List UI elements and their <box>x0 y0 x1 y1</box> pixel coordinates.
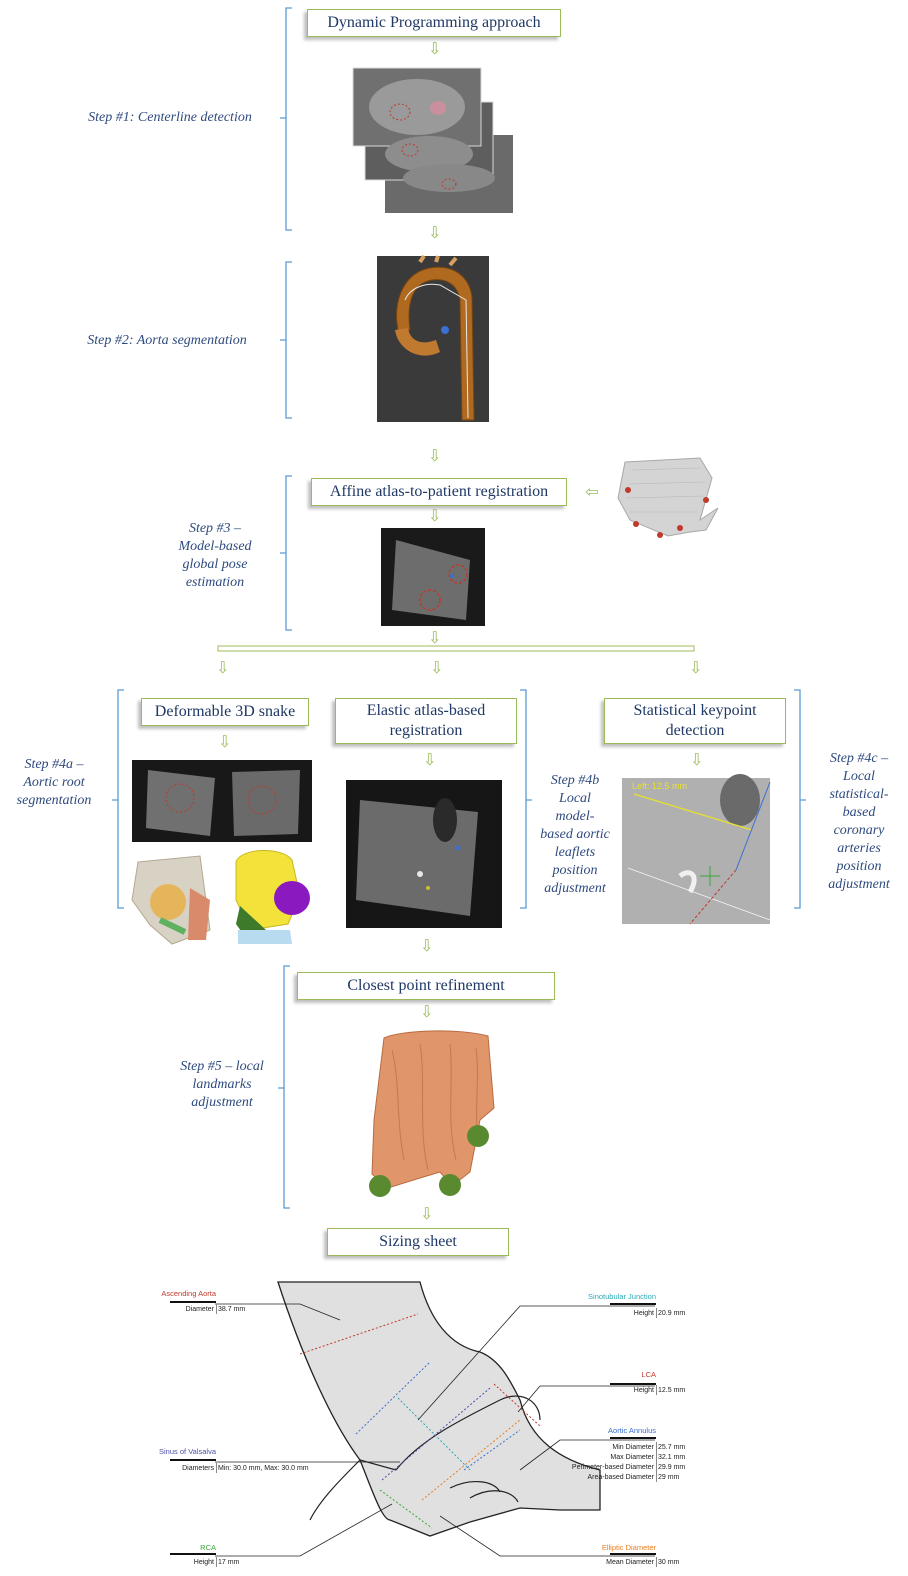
value-divider <box>656 1557 657 1567</box>
stj-title: Sinotubular Junction <box>588 1292 656 1301</box>
rca-label: Height <box>193 1559 214 1566</box>
elastic-registration-box: Elastic atlas-based registration <box>335 698 517 744</box>
closest-point-box: Closest point refinement <box>297 972 555 1000</box>
arrow-down-icon: ⇩ <box>216 658 230 677</box>
sinus-title: Sinus of Valsalva <box>159 1447 216 1456</box>
arrow-down-icon: ⇩ <box>420 1002 434 1021</box>
ct-slice-stack <box>352 67 513 213</box>
arrow-down-icon: ⇩ <box>420 936 434 955</box>
elliptic-label: Mean Diameter <box>606 1559 654 1566</box>
arrow-down-icon: ⇩ <box>690 750 704 769</box>
arrow-down-icon: ⇩ <box>428 446 442 465</box>
ascending-aorta-title: Ascending Aorta <box>161 1289 216 1298</box>
bracket-step5 <box>278 965 290 1209</box>
affine-registration-box: Affine atlas-to-patient registration <box>311 478 567 506</box>
bracket-step4c <box>794 689 806 909</box>
step4b-label: Step #4b Local model- based aortic leafl… <box>540 773 610 896</box>
aorta-render <box>377 254 489 422</box>
value-divider <box>216 1304 217 1314</box>
annulus-min-label: Min Diameter <box>612 1444 654 1451</box>
bracket-step4b <box>520 689 532 909</box>
sizing-sheet-box: Sizing sheet <box>327 1228 509 1256</box>
rca-title: RCA <box>200 1543 216 1552</box>
keypoint-ct-image <box>622 774 771 925</box>
rca-value: 17 mm <box>218 1559 240 1566</box>
value-divider <box>656 1308 657 1318</box>
atlas-mesh <box>617 457 719 538</box>
step-brackets <box>112 7 806 1209</box>
value-divider <box>216 1463 217 1473</box>
annulus-title: Aortic Annulus <box>608 1426 656 1435</box>
step4a-label: Step #4a – Aortic root segmentation <box>16 757 92 808</box>
sizing-schematic <box>170 1281 656 1557</box>
sinus-label: Diameters <box>182 1465 214 1472</box>
bracket-step4a <box>112 689 124 909</box>
dp-approach-box: Dynamic Programming approach <box>307 9 561 37</box>
annulus-perimeter-label: Perimeter-based Diameter <box>571 1464 654 1471</box>
step4c-label: Step #4c – Local statistical- based coro… <box>828 751 890 892</box>
bracket-step3 <box>280 475 292 631</box>
value-divider <box>656 1442 657 1482</box>
arrow-down-icon: ⇩ <box>428 506 442 525</box>
annulus-max-value: 32.1 mm <box>658 1454 686 1461</box>
snake-ct-pair <box>132 760 312 842</box>
bracket-step1 <box>280 7 292 231</box>
arrow-left-icon: ⇦ <box>585 482 599 501</box>
bracket-step2 <box>280 261 292 419</box>
sinus-value: Min: 30.0 mm, Max: 30.0 mm <box>218 1465 309 1472</box>
distribution-bar <box>217 645 695 652</box>
annulus-min-value: 25.7 mm <box>658 1444 686 1451</box>
lca-label: Height <box>633 1387 654 1394</box>
annulus-perimeter-value: 29.9 mm <box>658 1464 686 1471</box>
arrow-down-icon: ⇩ <box>218 732 232 751</box>
step3-label: Step #3 – Model-based global pose estima… <box>178 521 252 590</box>
arrow-down-icon: ⇩ <box>428 223 442 242</box>
stj-label: Height <box>633 1310 654 1317</box>
step5-label: Step #5 – local landmarks adjustment <box>180 1059 264 1110</box>
annulus-max-label: Max Diameter <box>610 1454 654 1461</box>
arrow-down-icon: ⇩ <box>423 750 437 769</box>
value-divider <box>656 1385 657 1395</box>
ascending-aorta-label: Diameter <box>185 1306 214 1313</box>
deformable-snake-box: Deformable 3D snake <box>141 698 309 726</box>
step2-label: Step #2: Aorta segmentation <box>87 333 247 348</box>
arrow-down-icon: ⇩ <box>420 1204 434 1223</box>
annulus-area-label: Area-based Diameter <box>587 1474 654 1481</box>
elliptic-title: Elliptic Diameter <box>601 1543 656 1552</box>
elliptic-value: 30 mm <box>658 1559 680 1566</box>
lca-value: 12.5 mm <box>658 1387 686 1394</box>
lca-title: LCA <box>641 1370 656 1379</box>
landmark-mesh <box>369 1030 495 1197</box>
annulus-area-value: 29 mm <box>658 1474 680 1481</box>
stj-value: 20.9 mm <box>658 1310 686 1317</box>
ct-measurement-label: Left: 12.5 mm <box>632 781 688 791</box>
pose-ct-image <box>381 528 485 626</box>
arrow-down-icon: ⇩ <box>430 658 444 677</box>
keypoint-detection-box: Statistical keypoint detection <box>604 698 786 744</box>
ascending-aorta-value: 38.7 mm <box>218 1306 246 1313</box>
aortic-root-renders <box>131 849 310 945</box>
elastic-ct-image <box>346 780 502 928</box>
value-divider <box>216 1557 217 1567</box>
step1-label: Step #1: Centerline detection <box>88 110 252 125</box>
arrow-down-icon: ⇩ <box>428 39 442 58</box>
arrow-down-icon: ⇩ <box>689 658 703 677</box>
arrow-down-icon: ⇩ <box>428 628 442 647</box>
